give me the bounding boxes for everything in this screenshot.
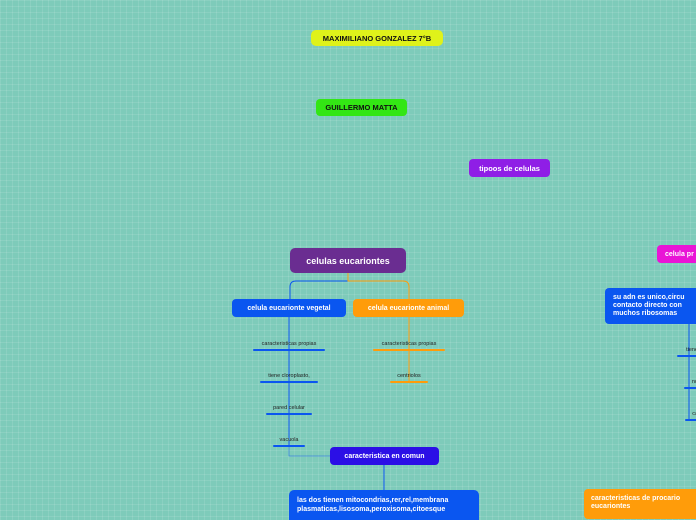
prokaryote-item-1-label: tiene [686,347,696,353]
animal-item-1[interactable]: caracteristicas propias [373,341,445,347]
animal-cell-node[interactable]: celula eucarionte animal [353,299,464,317]
plant-item-2-label: tiene cloroplasto, [268,373,310,379]
author-2-node[interactable]: GUILLERMO MATTA [316,99,407,116]
plant-item-4-underline [273,445,305,447]
author-2-label: GUILLERMO MATTA [325,103,398,112]
plant-item-1-underline [253,349,325,351]
eukaryotes-label: celulas eucariontes [306,255,390,266]
animal-item-2[interactable]: centriolos [390,373,428,379]
prokaryote-item-2[interactable]: no [684,379,696,385]
animal-item-2-label: centriolos [397,373,421,379]
prokaryote-item-3[interactable]: ca [686,411,696,417]
prokaryote-compare-text: caracteristicas de procario eucariontes [591,495,681,510]
plant-item-1[interactable]: caracteristicas propias [253,341,325,347]
common-detail-text: las dos tienen mitocondrias,rer,rel,memb… [297,497,449,513]
plant-item-2-underline [260,381,318,383]
title-node[interactable]: tipoos de celulas [469,159,550,177]
plant-item-3-underline [266,413,312,415]
animal-item-1-label: caracteristicas propias [381,341,437,347]
plant-item-2[interactable]: tiene cloroplasto, [260,373,318,379]
plant-item-3-label: pared celular [273,405,305,411]
common-detail-node[interactable]: las dos tienen mitocondrias,rer,rel,memb… [289,490,479,520]
prokaryote-item-2-underline [684,387,696,389]
plant-item-4-label: vacuola [279,437,299,443]
prokaryote-detail-node[interactable]: su adn es unico,circu contacto directo c… [605,288,696,324]
prokaryote-item-3-underline [685,419,696,421]
eukaryotes-node[interactable]: celulas eucariontes [290,248,406,273]
prokaryote-item-2-label: no [691,379,696,385]
plant-cell-label: celula eucarionte vegetal [247,304,331,312]
common-feature-node[interactable]: caracteristica en comun [330,447,439,465]
title-label: tipoos de celulas [479,163,540,173]
prokaryote-item-1-underline [677,355,696,357]
prokaryote-item-3-label: ca [692,411,696,417]
plant-item-1-label: caracteristicas propias [261,341,317,347]
common-feature-label: caracteristica en comun [344,452,425,460]
animal-item-1-underline [373,349,445,351]
plant-cell-node[interactable]: celula eucarionte vegetal [232,299,346,317]
plant-item-4[interactable]: vacuola [273,437,305,443]
author-1-node[interactable]: MAXIMILIANO GONZALEZ 7°B [311,30,443,46]
prokaryote-compare-node[interactable]: caracteristicas de procario eucariontes [584,489,696,519]
author-1-label: MAXIMILIANO GONZALEZ 7°B [322,33,432,43]
prokaryote-label: celula pr [665,250,694,258]
animal-cell-label: celula eucarionte animal [367,304,450,312]
animal-item-2-underline [390,381,428,383]
plant-item-3[interactable]: pared celular [266,405,312,411]
prokaryote-detail-text: su adn es unico,circu contacto directo c… [613,294,685,317]
prokaryote-item-1[interactable]: tiene [678,347,696,353]
prokaryote-node[interactable]: celula pr [657,245,696,263]
